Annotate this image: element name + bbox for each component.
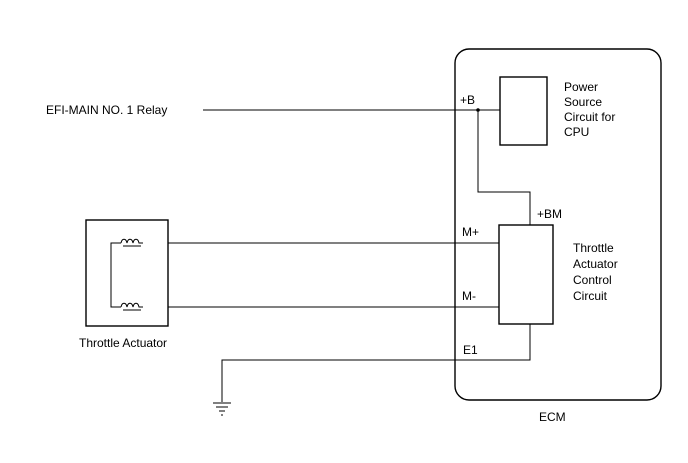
control-circuit-line-4: Circuit: [573, 289, 608, 303]
terminal-e1: E1: [463, 343, 478, 357]
e1-ground-wire: [221, 324, 531, 402]
throttle-actuator-label: Throttle Actuator: [79, 336, 167, 350]
motor-internal-wire: [110, 242, 121, 308]
power-circuit-line-2: Source: [564, 95, 602, 109]
ground-symbol: [213, 402, 231, 416]
relay-label: EFI-MAIN NO. 1 Relay: [46, 103, 167, 117]
power-circuit-line-3: Circuit for: [564, 110, 615, 124]
control-circuit-line-1: Throttle: [573, 241, 614, 255]
bm-supply-wire: [477, 110, 531, 225]
ecm-label: ECM: [539, 410, 566, 424]
throttle-actuator-box: [85, 219, 169, 327]
control-circuit-line-3: Control: [573, 273, 612, 287]
terminal-m-minus: M-: [462, 289, 476, 303]
terminal-bm-plus: +BM: [537, 207, 562, 221]
throttle-control-circuit-box: [498, 224, 554, 325]
motor-coil-bottom: [120, 302, 143, 311]
motor-coil-top: [120, 238, 143, 247]
control-circuit-line-2: Actuator: [573, 257, 618, 271]
terminal-m-plus: M+: [462, 225, 479, 239]
power-circuit-line-4: CPU: [564, 125, 589, 139]
ecm-enclosure: [454, 48, 662, 401]
power-source-circuit-box: [499, 76, 548, 146]
terminal-b-plus: +B: [460, 93, 475, 107]
power-circuit-line-1: Power: [564, 80, 598, 94]
